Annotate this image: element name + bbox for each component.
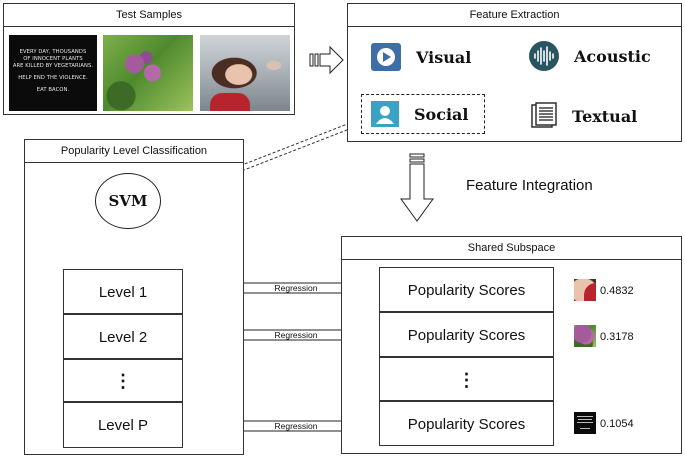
text-image-line: EAT BACON. xyxy=(36,87,70,93)
result-thumb-text xyxy=(574,412,596,434)
sample-text-image: EVERY DAY, THOUSANDS OF INNOCENT PLANTS … xyxy=(9,35,97,111)
result-thumb-person xyxy=(574,279,596,301)
feature-integration-label: Feature Integration xyxy=(466,177,593,194)
feature-social-highlight xyxy=(361,94,485,134)
feature-visual-label: Visual xyxy=(416,47,472,67)
svm-label: SVM xyxy=(108,192,148,210)
score-value-3: 0.1054 xyxy=(600,418,634,430)
svm-node: SVM xyxy=(95,173,161,229)
arrow-feature-integration xyxy=(400,153,434,222)
sound-wave-icon xyxy=(529,41,559,71)
sample-person-image xyxy=(200,35,290,111)
popularity-scores-ellipsis: ⋮ xyxy=(379,357,554,401)
shared-subspace-title: Shared Subspace xyxy=(342,237,681,260)
arrow-samples-to-features xyxy=(309,45,344,75)
sample-flower-image xyxy=(103,35,193,111)
score-value-1: 0.4832 xyxy=(600,285,634,297)
text-image-line: ARE KILLED BY VEGETARIANS. xyxy=(12,63,94,69)
popularity-scores-box-2: Popularity Scores xyxy=(379,312,554,357)
popularity-scores-box-1: Popularity Scores xyxy=(379,267,554,312)
feature-social-label: Social xyxy=(414,104,469,124)
popularity-scores-box-3: Popularity Scores xyxy=(379,401,554,446)
user-icon xyxy=(371,101,399,127)
feature-acoustic: Acoustic xyxy=(528,40,651,72)
test-samples-title: Test Samples xyxy=(4,4,294,27)
result-thumb-flower xyxy=(574,325,596,347)
feature-social: Social xyxy=(370,100,469,128)
text-image-line: OF INNOCENT PLANTS xyxy=(23,56,83,62)
play-icon xyxy=(371,43,401,71)
level-ellipsis-box: ⋮ xyxy=(63,359,183,402)
feature-extraction-title: Feature Extraction xyxy=(348,4,681,27)
level-1-box: Level 1 xyxy=(63,269,183,314)
feature-textual: Textual xyxy=(530,102,637,130)
feature-visual: Visual xyxy=(370,42,471,72)
level-2-box: Level 2 xyxy=(63,314,183,359)
text-image-line: HELP END THE VIOLENCE. xyxy=(18,75,88,81)
feature-acoustic-label: Acoustic xyxy=(574,46,651,66)
regression-label-1: Regression xyxy=(274,283,318,293)
text-image-line: EVERY DAY, THOUSANDS xyxy=(19,49,87,55)
test-samples-panel: Test Samples EVERY DAY, THOUSANDS OF INN… xyxy=(3,3,295,115)
score-value-2: 0.3178 xyxy=(600,331,634,343)
feature-extraction-panel: Feature Extraction Visual Acoustic xyxy=(347,3,682,142)
feature-textual-label: Textual xyxy=(572,106,638,126)
classification-title: Popularity Level Classification xyxy=(25,140,243,163)
document-icon xyxy=(531,102,557,128)
level-p-box: Level P xyxy=(63,402,183,448)
regression-label-2: Regression xyxy=(274,330,318,340)
regression-label-3: Regression xyxy=(274,421,318,431)
